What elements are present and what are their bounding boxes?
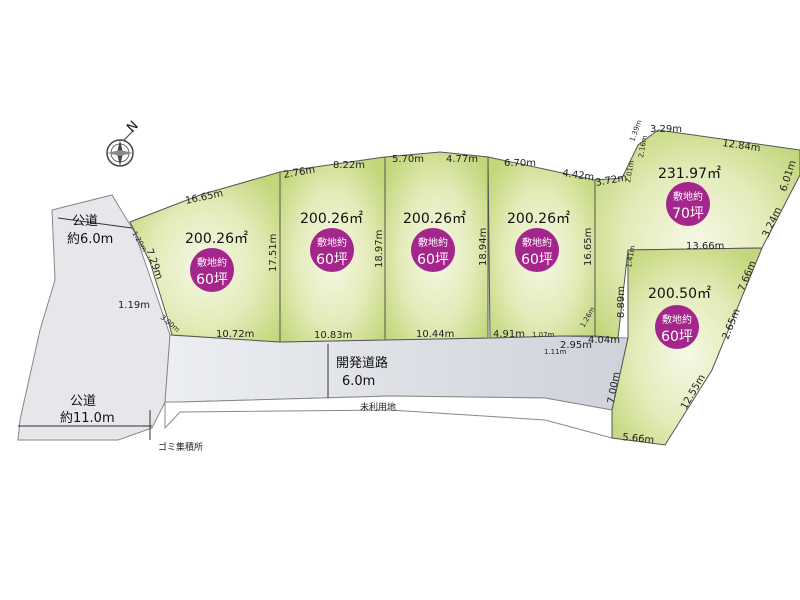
dim-10-44: 10.44m bbox=[416, 329, 454, 340]
lot-1-badge-top: 敷地約 bbox=[197, 256, 227, 269]
dim-10-83: 10.83m bbox=[314, 330, 352, 341]
public-road-area bbox=[17, 194, 171, 441]
dim-2-76: 2.76m bbox=[283, 165, 316, 181]
dim-1-11: 1.11m bbox=[544, 348, 567, 356]
dim-16-65-east: 16.65m bbox=[583, 228, 594, 266]
lot-2-badge-top: 敷地約 bbox=[317, 236, 347, 249]
dim-3-72: 3.72m bbox=[595, 173, 628, 189]
dim-2-01: 2.01m bbox=[624, 160, 636, 184]
north-road-width-line bbox=[57, 217, 133, 229]
unused-land-label: 未利用地 bbox=[360, 401, 396, 413]
dim-18-97: 18.97m bbox=[374, 230, 385, 268]
lot-5 bbox=[594, 129, 800, 339]
lot-5-badge-bottom: 70坪 bbox=[672, 206, 704, 222]
lot-6-area: 200.50㎡ bbox=[648, 286, 711, 302]
lot-1-badge-bottom: 60坪 bbox=[196, 272, 228, 288]
lot-3-badge bbox=[411, 228, 455, 272]
west-road-label-1: 公道 bbox=[70, 394, 96, 409]
lot-3-badge-top: 敷地約 bbox=[418, 236, 448, 249]
west-road-label-2: 約11.0m bbox=[60, 411, 115, 426]
dim-10-72: 10.72m bbox=[216, 329, 254, 340]
lot-3-badge-bottom: 60坪 bbox=[417, 252, 449, 268]
lot-2-badge bbox=[310, 228, 354, 272]
dim-4-91: 4.91m bbox=[493, 329, 525, 340]
lot-6-badge-bottom: 60坪 bbox=[661, 329, 693, 345]
lot-2-area: 200.26㎡ bbox=[300, 211, 363, 227]
lot-4-badge-top: 敷地約 bbox=[522, 236, 552, 249]
dim-7-00: 7.00m bbox=[606, 371, 622, 404]
lot-4-badge bbox=[515, 228, 559, 272]
dim-17-51: 17.51m bbox=[268, 234, 279, 272]
lot-3-area: 200.26㎡ bbox=[403, 211, 466, 227]
dim-12-84: 12.84m bbox=[722, 138, 762, 154]
dim-6-70: 6.70m bbox=[504, 158, 536, 169]
dim-4-04: 4.04m bbox=[588, 335, 620, 346]
north-road-label-2: 約6.0m bbox=[67, 232, 113, 247]
lot-1-area: 200.26㎡ bbox=[185, 231, 248, 247]
lot-6-badge bbox=[655, 305, 699, 349]
dim-8-89: 8.89m bbox=[616, 286, 627, 318]
dim-5-66: 5.66m bbox=[622, 432, 655, 446]
lot-1-badge bbox=[190, 248, 234, 292]
lot-4-badge-bottom: 60坪 bbox=[521, 252, 553, 268]
dim-3-29: 3.29m bbox=[650, 124, 682, 135]
garbage-point-label: ゴミ集積所 bbox=[158, 441, 203, 453]
dim-1-41: 1.41m bbox=[625, 245, 637, 269]
north-road-label-1: 公道 bbox=[72, 214, 98, 229]
dim-2-95: 2.95m bbox=[560, 340, 592, 351]
dim-5-70: 5.70m bbox=[392, 154, 424, 165]
dim-18-94: 18.94m bbox=[478, 228, 489, 266]
compass-north-label: N bbox=[124, 118, 141, 135]
lot-4-area: 200.26㎡ bbox=[507, 211, 570, 227]
lot-2-badge-bottom: 60坪 bbox=[316, 252, 348, 268]
dim-4-42: 4.42m bbox=[562, 168, 595, 183]
dim-8-22: 8.22m bbox=[333, 160, 365, 171]
dev-road-label-1: 開発道路 bbox=[336, 355, 388, 371]
dim-2-16: 2.16m bbox=[637, 135, 649, 159]
dim-13-66: 13.66m bbox=[686, 241, 724, 252]
dim-1-19: 1.19m bbox=[118, 300, 150, 311]
lot-6-badge-top: 敷地約 bbox=[662, 313, 692, 326]
lot-5-badge-top: 敷地約 bbox=[673, 190, 703, 203]
compass-icon bbox=[106, 129, 135, 167]
lot-5-area: 231.97㎡ bbox=[658, 166, 721, 182]
dim-1-07: 1.07m bbox=[532, 331, 555, 339]
dev-road-label-2: 6.0m bbox=[342, 374, 375, 389]
lot-5-badge bbox=[666, 182, 710, 226]
dim-4-77: 4.77m bbox=[446, 154, 478, 165]
